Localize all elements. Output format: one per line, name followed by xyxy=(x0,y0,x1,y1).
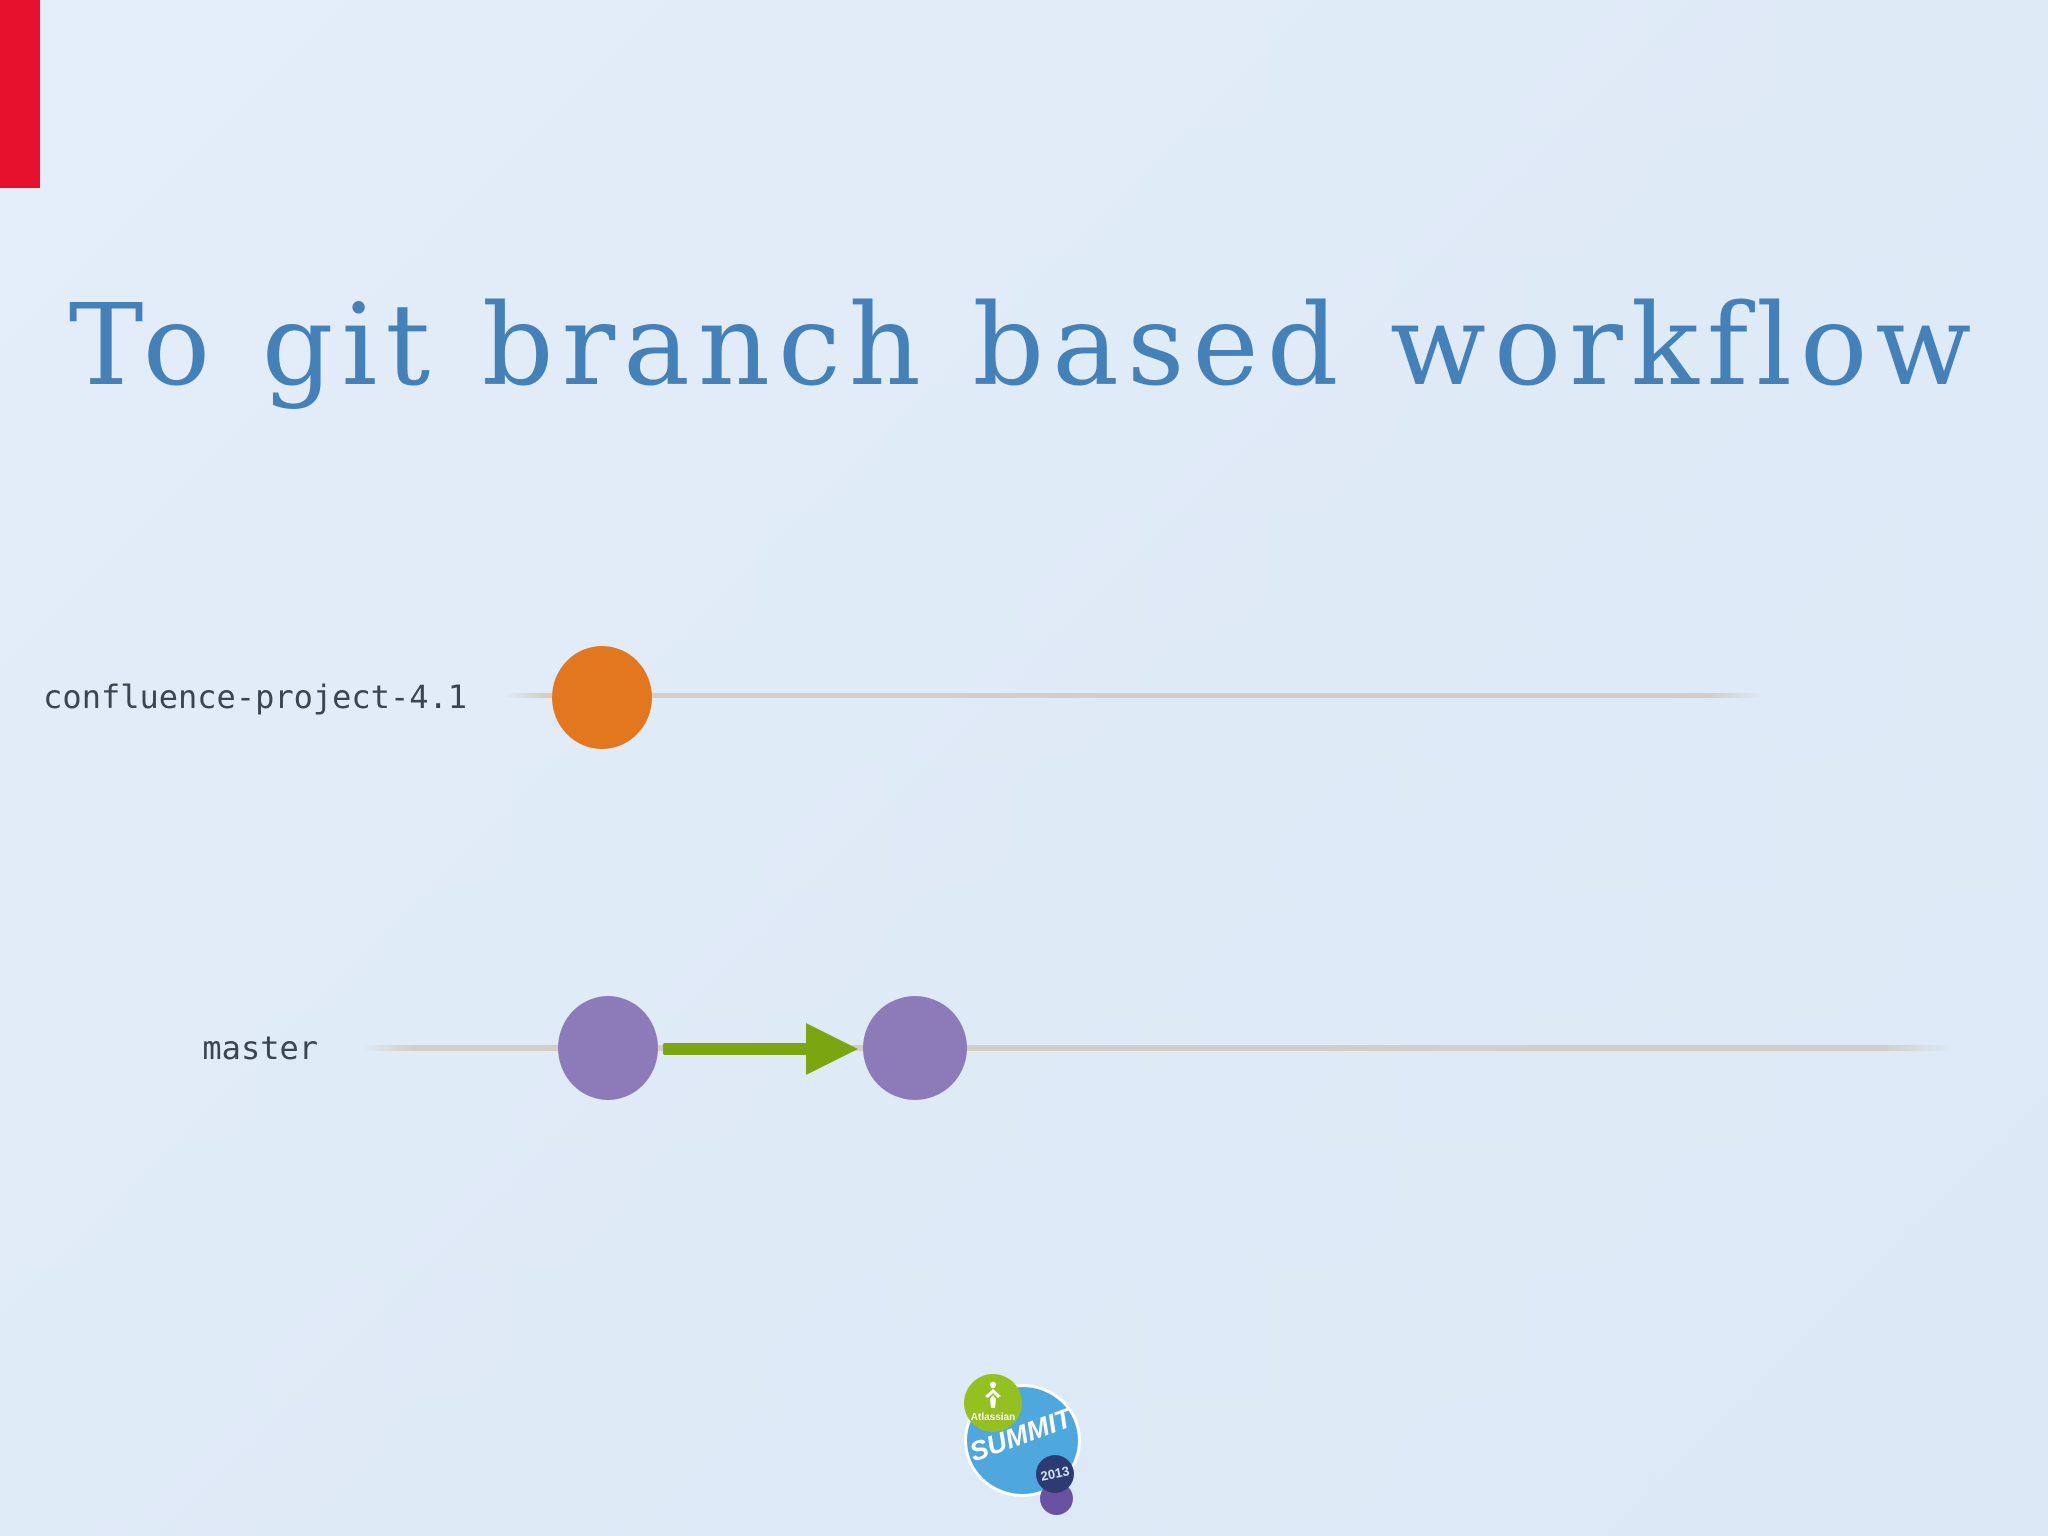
commit-node-purple-first xyxy=(558,996,658,1100)
merge-arrow-shaft xyxy=(663,1043,811,1055)
slide-title: To git branch based workflow xyxy=(68,281,1980,412)
red-accent-bar xyxy=(0,0,40,188)
commit-node-purple-second xyxy=(863,996,967,1100)
branch-label-master: master xyxy=(202,1029,318,1067)
logo-year-text: 2013 xyxy=(1039,1463,1071,1484)
branch-line-master xyxy=(363,1045,1950,1051)
branch-line-confluence-project xyxy=(505,693,1763,698)
branch-label-confluence-project: confluence-project-4.1 xyxy=(43,678,467,716)
atlassian-summit-logo: SUMMIT Atlassian 2013 xyxy=(958,1368,1084,1518)
atlassian-wordmark: Atlassian xyxy=(970,1412,1016,1423)
atlassian-charlie-icon xyxy=(985,1381,1001,1408)
logo-year-badge: 2013 xyxy=(1036,1455,1074,1493)
merge-arrow-head-icon xyxy=(806,1023,858,1075)
commit-node-orange xyxy=(552,646,652,749)
